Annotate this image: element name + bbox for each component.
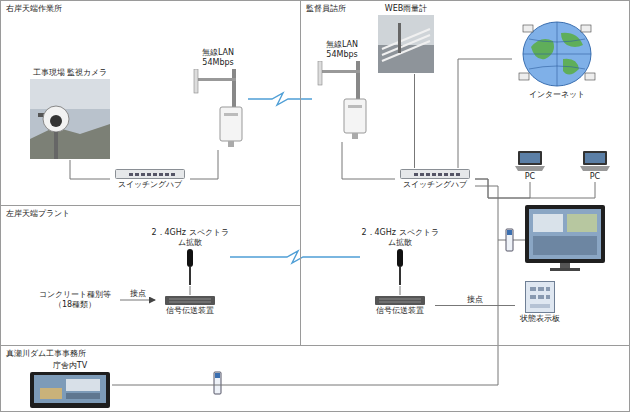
device-label: スイッチングハブ — [110, 180, 190, 190]
connector-line — [190, 150, 218, 179]
contact-label: 接点 — [129, 289, 147, 299]
connector-line — [435, 305, 515, 306]
device-label: 無線LAN 54Mbps — [188, 48, 248, 68]
area-heading: 真瀬川ダム工事事務所 — [6, 349, 624, 359]
device-label: PC — [575, 172, 615, 182]
device-label: 2．4GHz スペクトラム拡散 — [360, 228, 440, 248]
wireless-lan-node: 無線LAN 54Mbps — [188, 48, 248, 150]
device-label: 状態表示板 — [515, 314, 565, 324]
connector-line — [414, 74, 415, 168]
sig-icon — [165, 296, 215, 305]
hub-icon — [115, 169, 185, 179]
area-panel: 左岸天端プラントコンクリート種別等 （18種類） 2．4GHz スペクトラム拡散信… — [0, 205, 301, 346]
ant-icon — [393, 249, 407, 285]
area-heading: 監督員詰所 — [306, 4, 624, 14]
contact-label: 接点 — [466, 295, 484, 305]
device-label: 庁舎内TV — [28, 361, 112, 371]
connector-line — [120, 300, 155, 301]
signal-device-node: 信号伝送装置 — [365, 295, 435, 316]
area-panel: 監督員詰所WEB雨量計無線LAN 54Mbps インターネットスイッチングハブ PC… — [300, 0, 630, 346]
device-label: 無線LAN 54Mbps — [312, 40, 372, 60]
pc-node: PC — [575, 150, 615, 182]
gauge-icon — [378, 15, 434, 73]
sig-icon — [375, 296, 425, 305]
connector-line — [70, 160, 110, 179]
device-label: PC — [510, 172, 550, 182]
device-label: 信号伝送装置 — [155, 306, 225, 316]
ant-icon — [183, 249, 197, 285]
connector-line — [458, 59, 512, 168]
signal-device-node: 信号伝送装置 — [155, 295, 225, 316]
status-board-node: 状態表示板 — [515, 280, 565, 324]
connector-line — [112, 186, 498, 385]
device-label: スイッチングハブ — [395, 180, 475, 190]
area-panel: 真瀬川ダム工事事務所庁舎内TV — [0, 345, 630, 412]
hub-icon — [400, 169, 470, 179]
radio-node: 2．4GHz スペクトラム拡散 — [150, 228, 230, 286]
wireless-adapter — [214, 372, 221, 394]
device-label: 工事現場 監視カメラ — [26, 68, 114, 78]
pc-icon — [580, 151, 610, 171]
pc-node: PC — [510, 150, 550, 182]
connector-line — [190, 286, 191, 295]
input-node: コンクリート種別等 （18種類） — [30, 290, 120, 310]
area-heading: 右岸天端作業所 — [6, 4, 295, 14]
lan-icon — [188, 69, 248, 149]
device-label: コンクリート種別等 （18種類） — [30, 290, 120, 310]
radio-link — [230, 251, 360, 263]
tv-icon — [30, 372, 110, 408]
area-heading: 左岸天端プラント — [6, 209, 295, 219]
radio-node: 2．4GHz スペクトラム拡散 — [360, 228, 440, 286]
monitor-screen — [525, 205, 605, 271]
wireless-adapter — [506, 229, 513, 251]
cam-icon — [30, 79, 110, 159]
radio-link — [248, 93, 312, 105]
device-label: WEB雨量計 — [378, 4, 434, 14]
connector-line — [400, 286, 401, 295]
connector-line — [475, 179, 595, 198]
tv-node: 庁舎内TV — [28, 361, 112, 409]
connector-line — [342, 142, 395, 179]
switching-hub-node: スイッチングハブ — [110, 168, 190, 190]
device-label: インターネット — [512, 90, 602, 100]
camera-node: 工事現場 監視カメラ — [26, 68, 114, 160]
rain-gauge-node: WEB雨量計 — [378, 4, 434, 74]
switching-hub-node: スイッチングハブ — [395, 168, 475, 190]
globe-icon — [517, 19, 597, 89]
internet-node: インターネット — [512, 18, 602, 100]
area-panel: 右岸天端作業所工事現場 監視カメラ 無線LAN 54Mbps スイッチングハブ — [0, 0, 301, 206]
lan-icon — [312, 61, 372, 141]
wireless-lan-node: 無線LAN 54Mbps — [312, 40, 372, 142]
pc-icon — [515, 151, 545, 171]
board-icon — [525, 281, 555, 313]
device-label: 信号伝送装置 — [365, 306, 435, 316]
device-label: 2．4GHz スペクトラム拡散 — [150, 228, 230, 248]
connector-line — [475, 179, 530, 198]
